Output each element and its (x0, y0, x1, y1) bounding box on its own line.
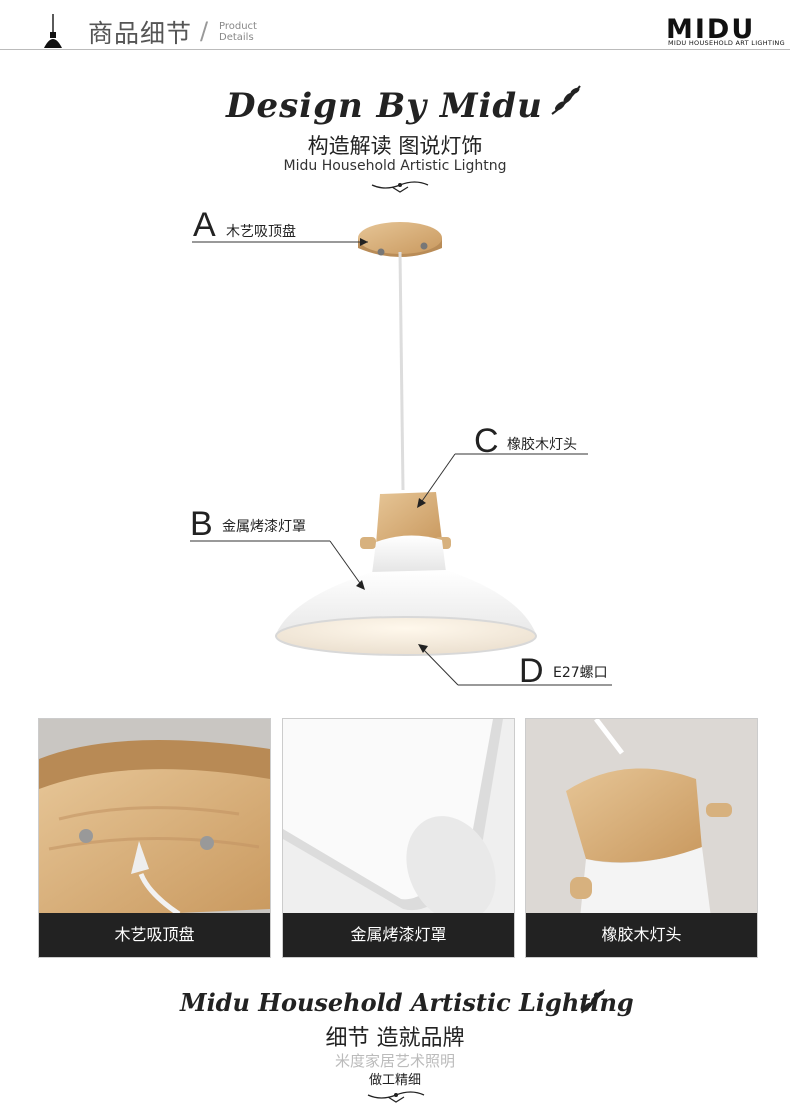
flourish-ornament-icon (370, 178, 430, 197)
thumbnail-shade-caption: 金属烤漆灯罩 (283, 913, 514, 957)
callout-c-label: 橡胶木灯头 (507, 437, 577, 453)
section1-cn-title: 构造解读 图说灯饰 (307, 134, 483, 158)
callout-b-label: 金属烤漆灯罩 (222, 519, 306, 535)
flourish-ornament-icon-2 (366, 1088, 426, 1107)
callout-a-label: 木艺吸顶盘 (226, 224, 296, 240)
lamp-illustration (0, 200, 790, 700)
header-slash: / (200, 17, 209, 45)
leaf-ornament-icon-2 (578, 988, 608, 1020)
header-lamp-icon (40, 14, 66, 50)
thumbnail-socket-caption: 橡胶木灯头 (526, 913, 757, 957)
section1-en-subtitle: Midu Household Artistic Lightng (283, 158, 507, 174)
section2-cn-title: 细节 造就品牌 (325, 1026, 465, 1051)
section2-script-title: Midu Household Artistic Lighting (180, 988, 634, 1017)
section2-subtitle-2: 做工精细 (368, 1073, 421, 1088)
callout-b-letter: B (190, 505, 213, 543)
thumbnail-socket: 橡胶木灯头 (525, 718, 758, 958)
leaf-ornament-icon (548, 84, 584, 122)
section2-subtitle: 米度家居艺术照明 (334, 1052, 455, 1070)
callout-d-label: E27螺口 (553, 665, 608, 681)
page-title: 商品细节 (88, 19, 193, 48)
header-divider (0, 49, 790, 50)
callout-a-letter: A (193, 206, 216, 244)
thumbnail-shade: 金属烤漆灯罩 (282, 718, 515, 958)
header-subtitle-line2: Details (219, 32, 254, 43)
thumbnail-canopy-caption: 木艺吸顶盘 (39, 913, 270, 957)
header-subtitle-line1: Product (219, 21, 257, 32)
section1-script-title: Design By Midu (226, 86, 543, 126)
header-subtitle: Product Details (219, 21, 257, 43)
brand-logo: MIDU (666, 14, 756, 45)
callout-c-letter: C (474, 422, 499, 460)
callout-d-letter: D (519, 652, 544, 690)
brand-tagline: MIDU HOUSEHOLD ART LIGHTING (668, 39, 785, 47)
thumbnail-canopy: 木艺吸顶盘 (38, 718, 271, 958)
